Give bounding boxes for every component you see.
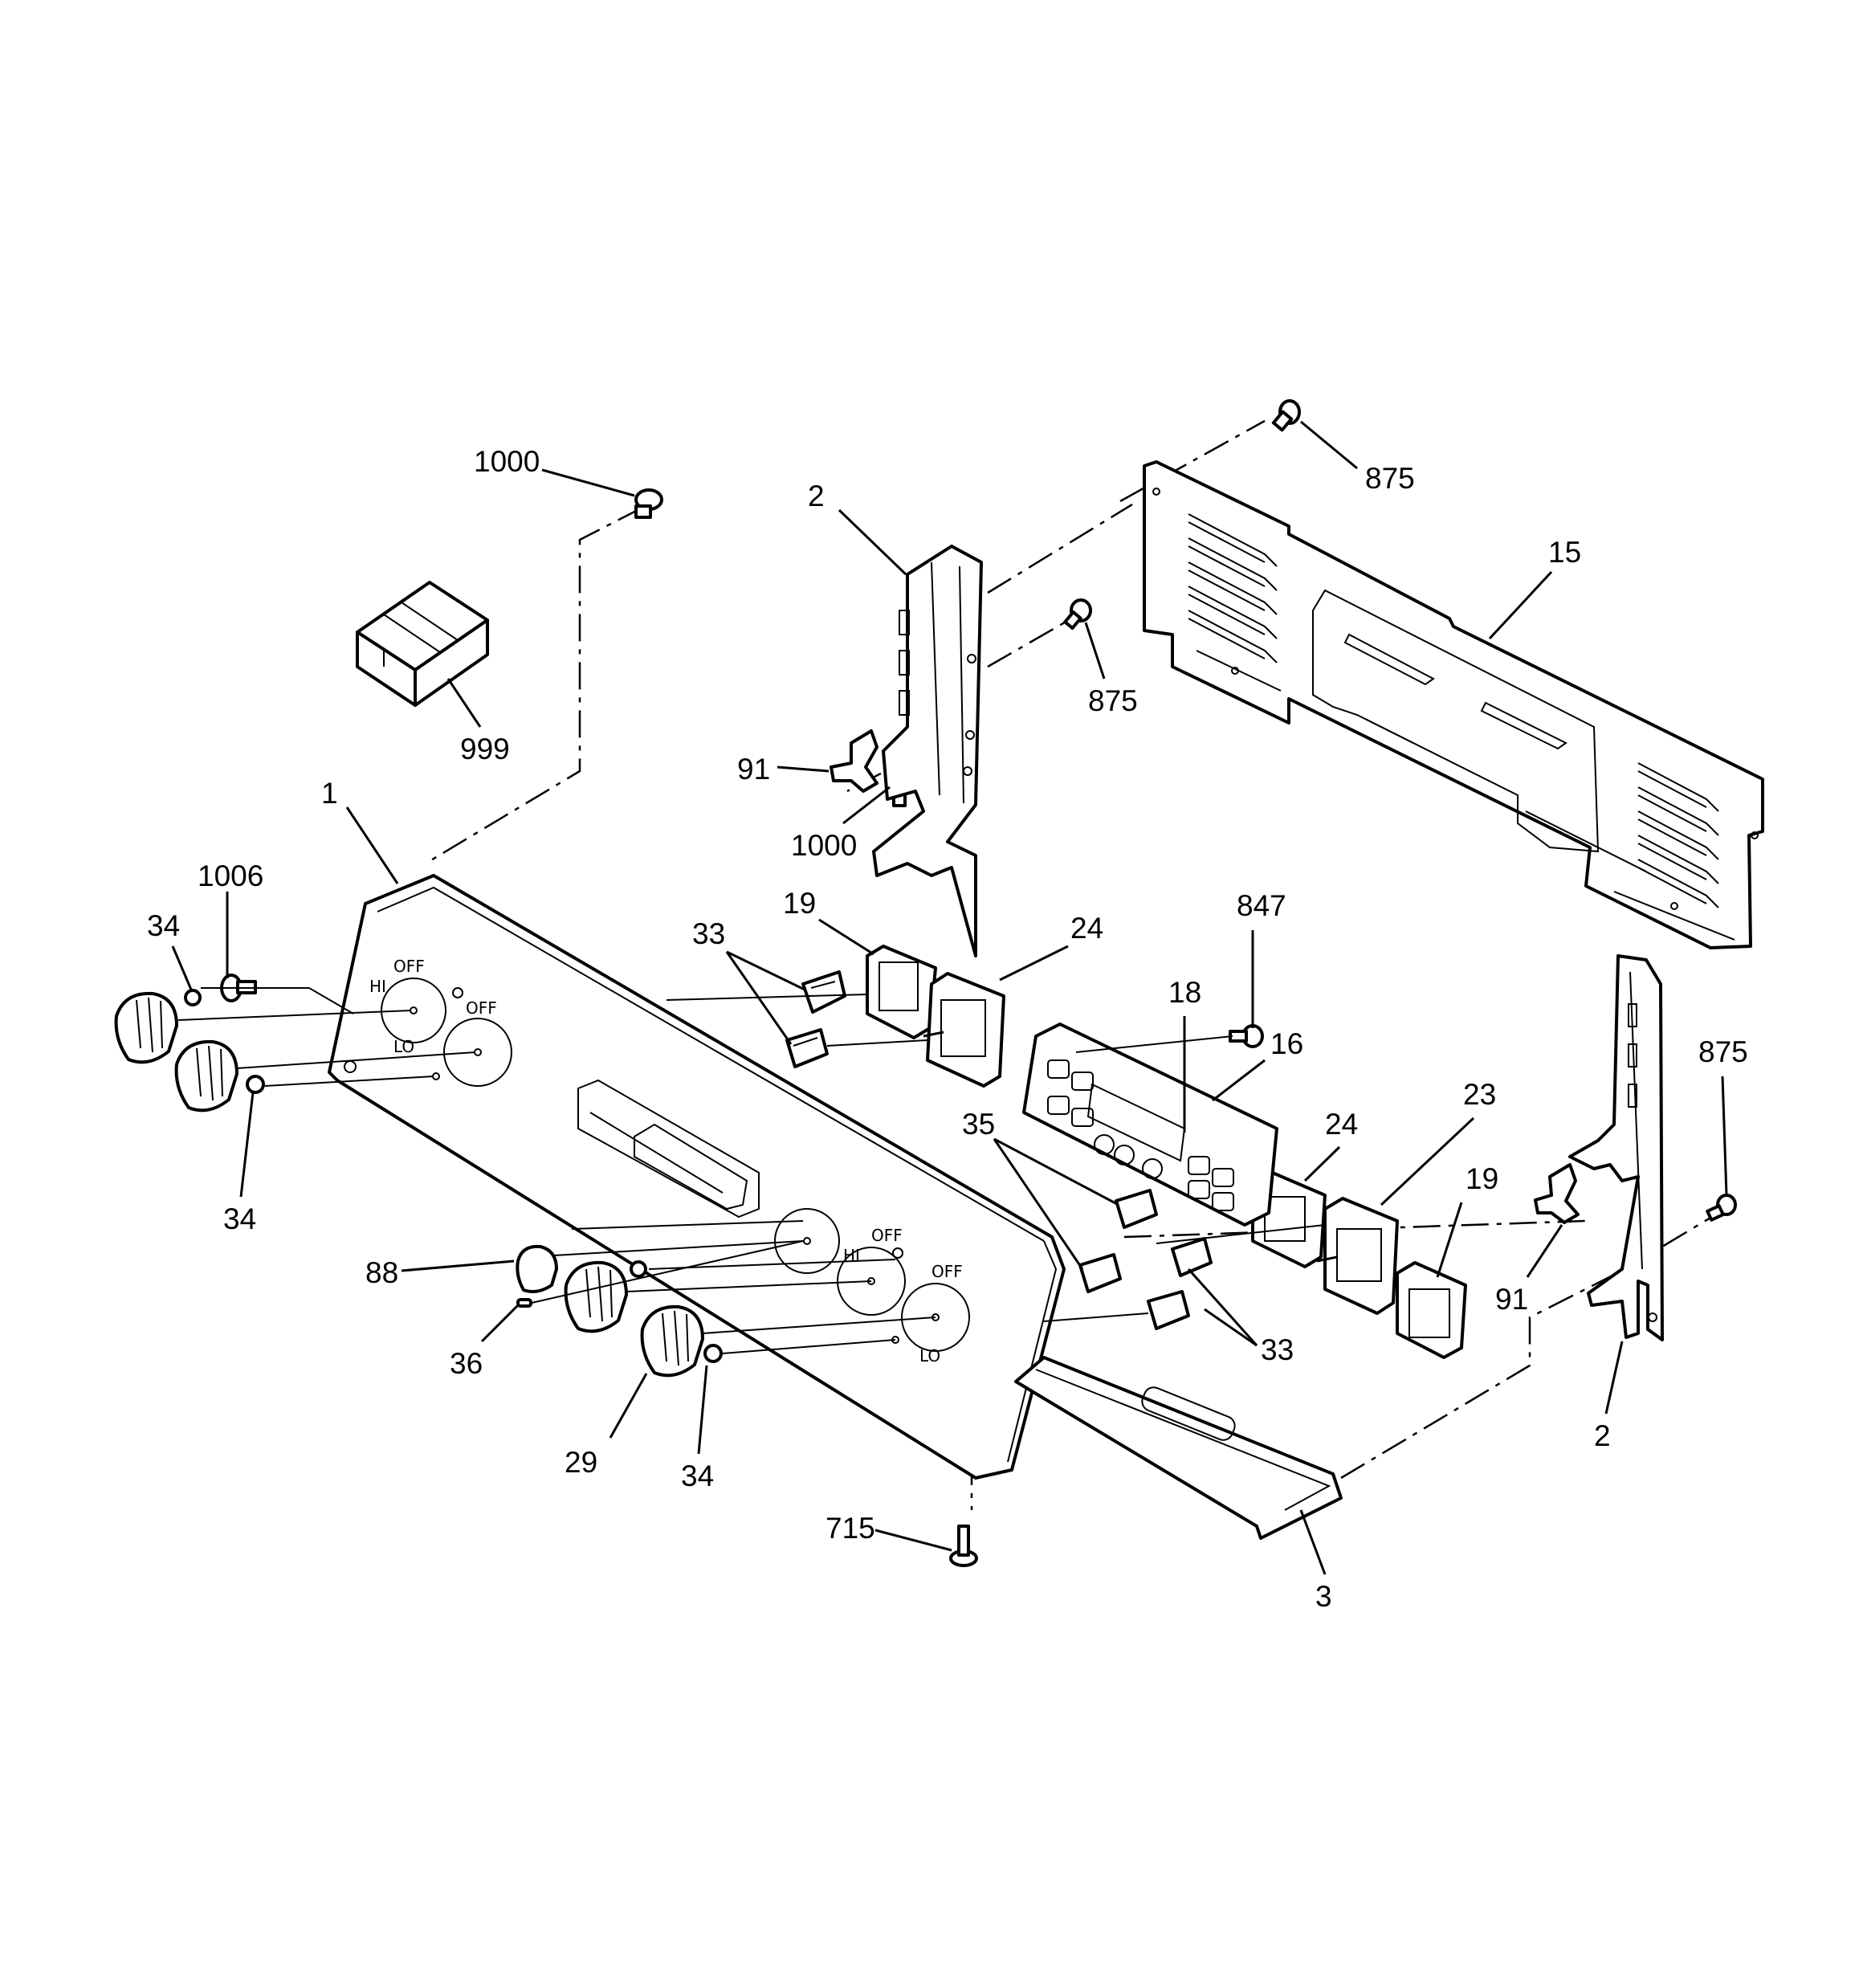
- callout-847: 847: [1237, 889, 1286, 922]
- clip-91-right: [1534, 1163, 1580, 1224]
- callout-19-a: 19: [783, 887, 816, 920]
- end-cap-right: [1568, 954, 1664, 1341]
- rear-panel-louvers-right: [1637, 762, 1719, 908]
- callout-34-b: 34: [223, 1202, 256, 1235]
- switch-19-bottom: [1396, 1261, 1467, 1359]
- svg-text:OFF: OFF: [871, 1226, 903, 1245]
- callout-875-mid: 875: [1088, 684, 1138, 717]
- svg-text:OFF: OFF: [466, 998, 497, 1018]
- callout-3: 3: [1315, 1580, 1332, 1613]
- screw-875-top: [1271, 399, 1301, 432]
- switch-23: [1316, 1197, 1399, 1315]
- callout-2-right: 2: [1594, 1419, 1611, 1452]
- screw-875-right: [1706, 1194, 1737, 1222]
- carton-999: [356, 581, 489, 707]
- knob-29-lower: [640, 1304, 704, 1378]
- screw-1000-top: [634, 488, 663, 519]
- knob-88: [516, 1244, 558, 1293]
- knob-left-upper: [114, 991, 178, 1064]
- switch-35-a: [1115, 1189, 1158, 1229]
- assembly-lines: [425, 419, 1719, 1510]
- callout-999: 999: [460, 733, 510, 765]
- callout-33-b: 33: [1261, 1333, 1294, 1366]
- callout-29: 29: [565, 1446, 597, 1479]
- svg-text:LO: LO: [393, 1037, 414, 1056]
- knob-29-upper: [564, 1260, 628, 1333]
- switch-35-b: [1078, 1253, 1122, 1293]
- screw-715: [949, 1525, 978, 1567]
- insert-34-c: [703, 1344, 723, 1363]
- leader-lines: [171, 420, 1728, 1575]
- callout-35: 35: [962, 1108, 995, 1141]
- knob-left-lower: [174, 1039, 238, 1112]
- switch-19-top: [866, 945, 937, 1039]
- callout-19-b: 19: [1466, 1162, 1498, 1195]
- svg-text:LO: LO: [919, 1346, 940, 1365]
- backsplash-1: OFF OFF OFF OFF HI HI LO LO: [328, 874, 1066, 1480]
- callout-875-right: 875: [1698, 1035, 1748, 1068]
- callout-36: 36: [450, 1347, 483, 1380]
- electronic-control-16: 88:88: [1022, 1023, 1278, 1227]
- callout-18: 18: [1168, 976, 1201, 1009]
- callout-24-a: 24: [1070, 912, 1103, 945]
- trim-3: [1014, 1356, 1343, 1540]
- callout-33-a: 33: [692, 917, 725, 950]
- callout-1: 1: [321, 777, 338, 810]
- switch-33-d: [1147, 1290, 1190, 1330]
- screw-847: [1229, 1024, 1264, 1048]
- clip-91-left: [830, 729, 879, 793]
- end-cap-left: [872, 545, 983, 957]
- callout-91-left: 91: [737, 753, 770, 786]
- switch-33-b: [785, 1028, 829, 1068]
- rear-panel-louvers-left: [1188, 513, 1278, 663]
- callout-1006: 1006: [198, 859, 263, 892]
- knob-shaft-lines: [177, 987, 1326, 1354]
- callout-16: 16: [1270, 1027, 1303, 1060]
- rear-panel-15: [1143, 460, 1764, 949]
- svg-text:OFF: OFF: [932, 1262, 963, 1281]
- callout-88: 88: [365, 1256, 398, 1289]
- svg-text:HI: HI: [369, 977, 386, 996]
- switch-33-a: [801, 970, 846, 1014]
- callout-1000-mid: 1000: [791, 829, 857, 862]
- screw-875-mid: [1063, 598, 1092, 630]
- svg-text:OFF: OFF: [393, 957, 425, 976]
- insert-34-b: [246, 1075, 265, 1094]
- switch-33-c: [1171, 1237, 1213, 1277]
- callout-34-c: 34: [681, 1459, 714, 1492]
- callout-24-b: 24: [1325, 1108, 1358, 1141]
- callout-1000-top: 1000: [474, 445, 540, 478]
- switch-24-top: [923, 972, 1005, 1088]
- pin-36: [516, 1298, 532, 1308]
- dial-graphics: OFF OFF OFF OFF HI HI LO LO: [344, 957, 970, 1365]
- insert-small-mid: [630, 1260, 647, 1278]
- callout-23: 23: [1463, 1078, 1496, 1111]
- callout-2-left: 2: [808, 480, 825, 512]
- insert-34-a: [184, 989, 202, 1006]
- callout-15: 15: [1548, 536, 1581, 569]
- callout-715: 715: [826, 1512, 875, 1545]
- callout-91-right: 91: [1495, 1283, 1528, 1316]
- callout-34-a: 34: [147, 909, 180, 942]
- callout-875-top: 875: [1365, 462, 1415, 495]
- callout-labels: 1000 999 1 1006 34 34 2 91 1000 875 875 …: [147, 445, 1748, 1613]
